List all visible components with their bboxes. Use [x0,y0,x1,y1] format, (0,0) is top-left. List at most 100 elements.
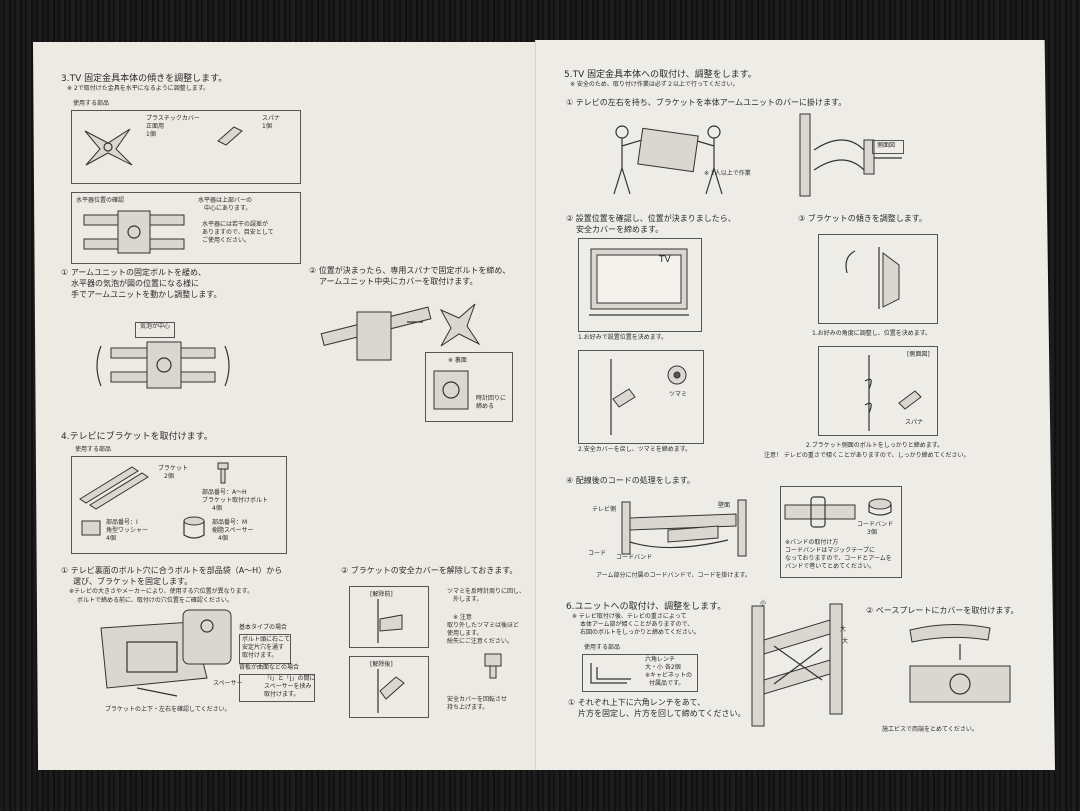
p-spacer-3: 4個 [218,535,228,542]
hex-4: 付属品です。 [649,680,685,687]
level-note-2: 中心にあります。 [204,205,252,212]
type-basic-box: ボルト頭に石こて 安定片穴を通す 取付けます。 [239,634,291,664]
before-box: [解除前] [349,586,429,648]
s5-caption4: 2.ブラケット側面のボルトをしっかりと締めます。 [806,442,944,449]
level-small-3: ご使用ください。 [202,237,251,244]
caution-4: 紛失にご注意ください。 [447,638,513,645]
p-bolt-1: 部品番号：A〜H [202,489,247,496]
cord-label: コード [588,550,607,557]
level-title: 水平器位置の確認 [76,197,125,204]
caution-2: 取り外したツマミは後ほど [447,622,520,629]
arm-unit-figure [96,341,230,389]
section3-title: 3.TV 固定金具本体の傾きを調整します。 [61,74,228,84]
two-people-lifting-figure [613,125,723,195]
knob-icon [484,653,502,679]
wall-label: 壁面 [718,502,731,509]
parts-label: 使用する部品 [73,100,110,107]
s3-step1-line2: 水平器の気泡が図の位置になる様に [71,279,199,288]
type-curved-note-2: スペーサーを挟み [264,683,312,690]
s4-step2: ② ブラケットの安全カバーを解除しておきます。 [341,566,518,575]
hex-1: 六角レンチ [645,656,676,663]
p-washer-2: 角型ワッシャー [106,527,149,534]
level-small-1: 水平器には若干の誤差が [202,221,269,228]
hex-wrench-icon [590,663,631,684]
part2-qty: 1個 [262,123,272,130]
bolt-icon [217,462,229,484]
s3-step1-line1: ① アームユニットの固定ボルトを緩め、 [61,268,206,277]
s3-step1-line3: 手でアームユニットを動かし調整します。 [71,290,222,299]
right-page: 5.TV 固定金具本体への取付け、調整をします。 ※ 安全のため、取り付け作業は… [536,40,1055,770]
back-label: ※ 裏面 [448,357,467,364]
tighten-1: 時計回りに [476,395,507,402]
type-basic-note-2: 安定片穴を通す [242,644,285,651]
band-how-1: ※バンドの取付け方 [785,539,839,546]
type-curved-note-3: 取付けます。 [264,691,300,698]
p-spacer-2: 樹脂スペーサー [212,527,254,534]
s3-step2-line2: アームユニット中央にカバーを取付けます。 [319,277,478,286]
rotate-2: 持ち上げます。 [447,704,489,711]
cord-band-label: コードバンド [616,554,653,561]
spanner-icon [217,126,243,146]
part2-name: スパナ [262,115,281,122]
band-how-2: コードバンドはマジックテープに [785,547,875,554]
type-basic-note-3: 取付けます。 [242,652,278,659]
s3-step2-line1: ② 位置が決まったら、専用スパナで固定ボルトを締め、 [309,266,511,275]
after-figure [377,669,405,713]
spanner-tighten-figure [320,303,481,361]
s5-caption2: 2.安全カバーを戻し、ツマミを締めます。 [578,446,692,453]
s4-step1-line1: ① テレビ裏面のボルト穴に合うボルトを部品袋（A〜H）から [61,566,283,575]
bubble-callout: 気泡が中心 [135,322,175,338]
before-figure [377,599,403,643]
knob-close-box: ツマミ [578,350,704,444]
s5-step2-line2: 安全カバーを締めます。 [576,225,664,234]
band-label-2: 3個 [867,529,877,536]
tv-label: TV [659,255,671,265]
p-washer-1: 部品番号：I [106,519,138,526]
s5-warning: 注意！ テレビの重さで傾くことがありますので、しっかり締めてください。 [764,452,970,459]
section4-title: 4.テレビにブラケットを取付けます。 [61,432,213,442]
bolt-tighten-figure [864,355,922,431]
p-bolt-3: 4個 [212,505,222,512]
s4-step1-line2: 選び、ブラケットを固定します。 [73,577,193,586]
hex-3: ※キャビネットの [645,672,693,679]
caution-1: ※ 注意 [453,614,472,621]
parts-box: プラスチックカバー 正面用 1個 スパナ 1個 [71,110,301,184]
s6-note-3: 右図のボルトをしっかりと締めてください。 [580,629,700,636]
band-how-4: バンドで巻いてとめてください。 [785,563,875,570]
s6-step2: ② ベースプレートにカバーを取付けます。 [866,606,1019,615]
level-note-1: 水平器は上部バーの [198,197,253,204]
s5-caption3: 1.お好みの角度に調整し、位置を決めます。 [812,330,932,337]
section3-note: ※ 2で取付けた金具を水平になるように調整します。 [67,85,210,92]
hex-2: 大・小 各2個 [645,664,681,671]
s4-step2-note-2: 外します。 [453,596,483,603]
rotate-1: 安全カバーを回転させ [447,696,508,703]
cord-band-icon [868,498,892,516]
small-label-1: 小 [760,600,767,607]
spanner-label: スパナ [905,419,924,426]
tv-side-label: テレビ側 [592,506,617,513]
two-people-note: ※ 2人以上で作業 [704,170,751,177]
s5-step4: ④ 配線後のコードの処理をします。 [566,476,695,485]
screw-note: 施工ビスで両端をとめてください。 [882,726,978,733]
s4-parts-label: 使用する部品 [75,446,112,453]
section6-title: 6.ユニットへの取付け、調整をします。 [566,602,727,612]
s4-step2-note-1: ツマミを反時計周りに回し、 [447,588,526,595]
base-plate-cover-figure [909,623,1011,703]
tv-screen-figure [589,248,689,316]
arm-bolts-figure [751,603,843,727]
type-curved: 背板が曲面などの場合 [239,664,300,671]
hole-check-figure [182,609,232,665]
section5-title: 5.TV 固定金具本体への取付け、調整をします。 [564,70,757,80]
type-basic-note-1: ボルト頭に石こて [242,636,291,643]
type-curved-box: 「I」と「J」の間に スペーサーを挟み 取付けます。 [239,674,316,702]
back-plate-figure [433,370,469,410]
s4-step1-note-2: ボルトで締める前に、取付けの穴位置をご確認ください。 [77,597,233,604]
after-label: [解除後] [370,661,393,668]
s6-step1-line1: ① それぞれ上下に六角レンチをあて、 [568,698,706,707]
knob-label: ツマミ [669,391,688,398]
tilt-figure [845,247,900,309]
side-view-label: 側面図 [877,142,896,149]
before-label: [解除前] [370,591,393,598]
spacer-icon [183,516,205,539]
cord-routing-figure [621,499,747,557]
